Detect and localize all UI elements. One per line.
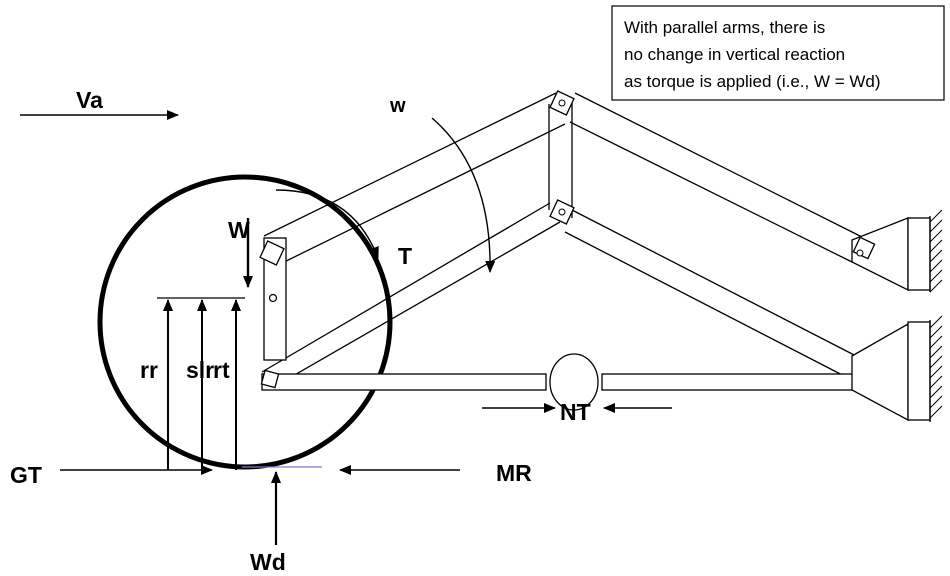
note-line-1: With parallel arms, there is — [624, 18, 825, 37]
knuckle-mid-pivot — [268, 293, 278, 303]
label-va: Va — [76, 87, 103, 113]
note-line-2: no change in vertical reaction — [624, 45, 845, 64]
lower-arm — [261, 202, 561, 389]
knuckle-bottom-block — [260, 369, 280, 389]
label-wd: Wd — [250, 549, 286, 575]
top-pivot-pin — [558, 99, 566, 107]
label-torque: T — [398, 243, 412, 269]
note-line-3: as torque is applied (i.e., W = Wd) — [624, 72, 881, 91]
torque-arrow — [275, 189, 379, 259]
lower-pivot-pin — [558, 208, 566, 216]
center-joint — [549, 353, 599, 411]
lower-chassis-mount — [851, 315, 943, 422]
label-rr: rr — [140, 357, 158, 383]
label-mr: MR — [496, 460, 532, 486]
label-slr: slr — [186, 357, 214, 383]
label-gt: GT — [10, 462, 42, 488]
label-nt: NT — [560, 399, 591, 425]
rotation-arrow — [431, 117, 496, 273]
right-upper-arm — [569, 92, 863, 263]
label-w-load: W — [228, 217, 250, 243]
vertical-link — [548, 100, 573, 218]
upper-chassis-mount — [851, 209, 943, 293]
label-w-omega: w — [389, 95, 406, 117]
knuckle-top-block — [259, 240, 285, 266]
right-lower-arm — [564, 209, 861, 381]
upper-arm — [263, 92, 566, 267]
label-rt: rt — [213, 357, 230, 383]
note-box: With parallel arms, there is no change i… — [611, 5, 945, 101]
